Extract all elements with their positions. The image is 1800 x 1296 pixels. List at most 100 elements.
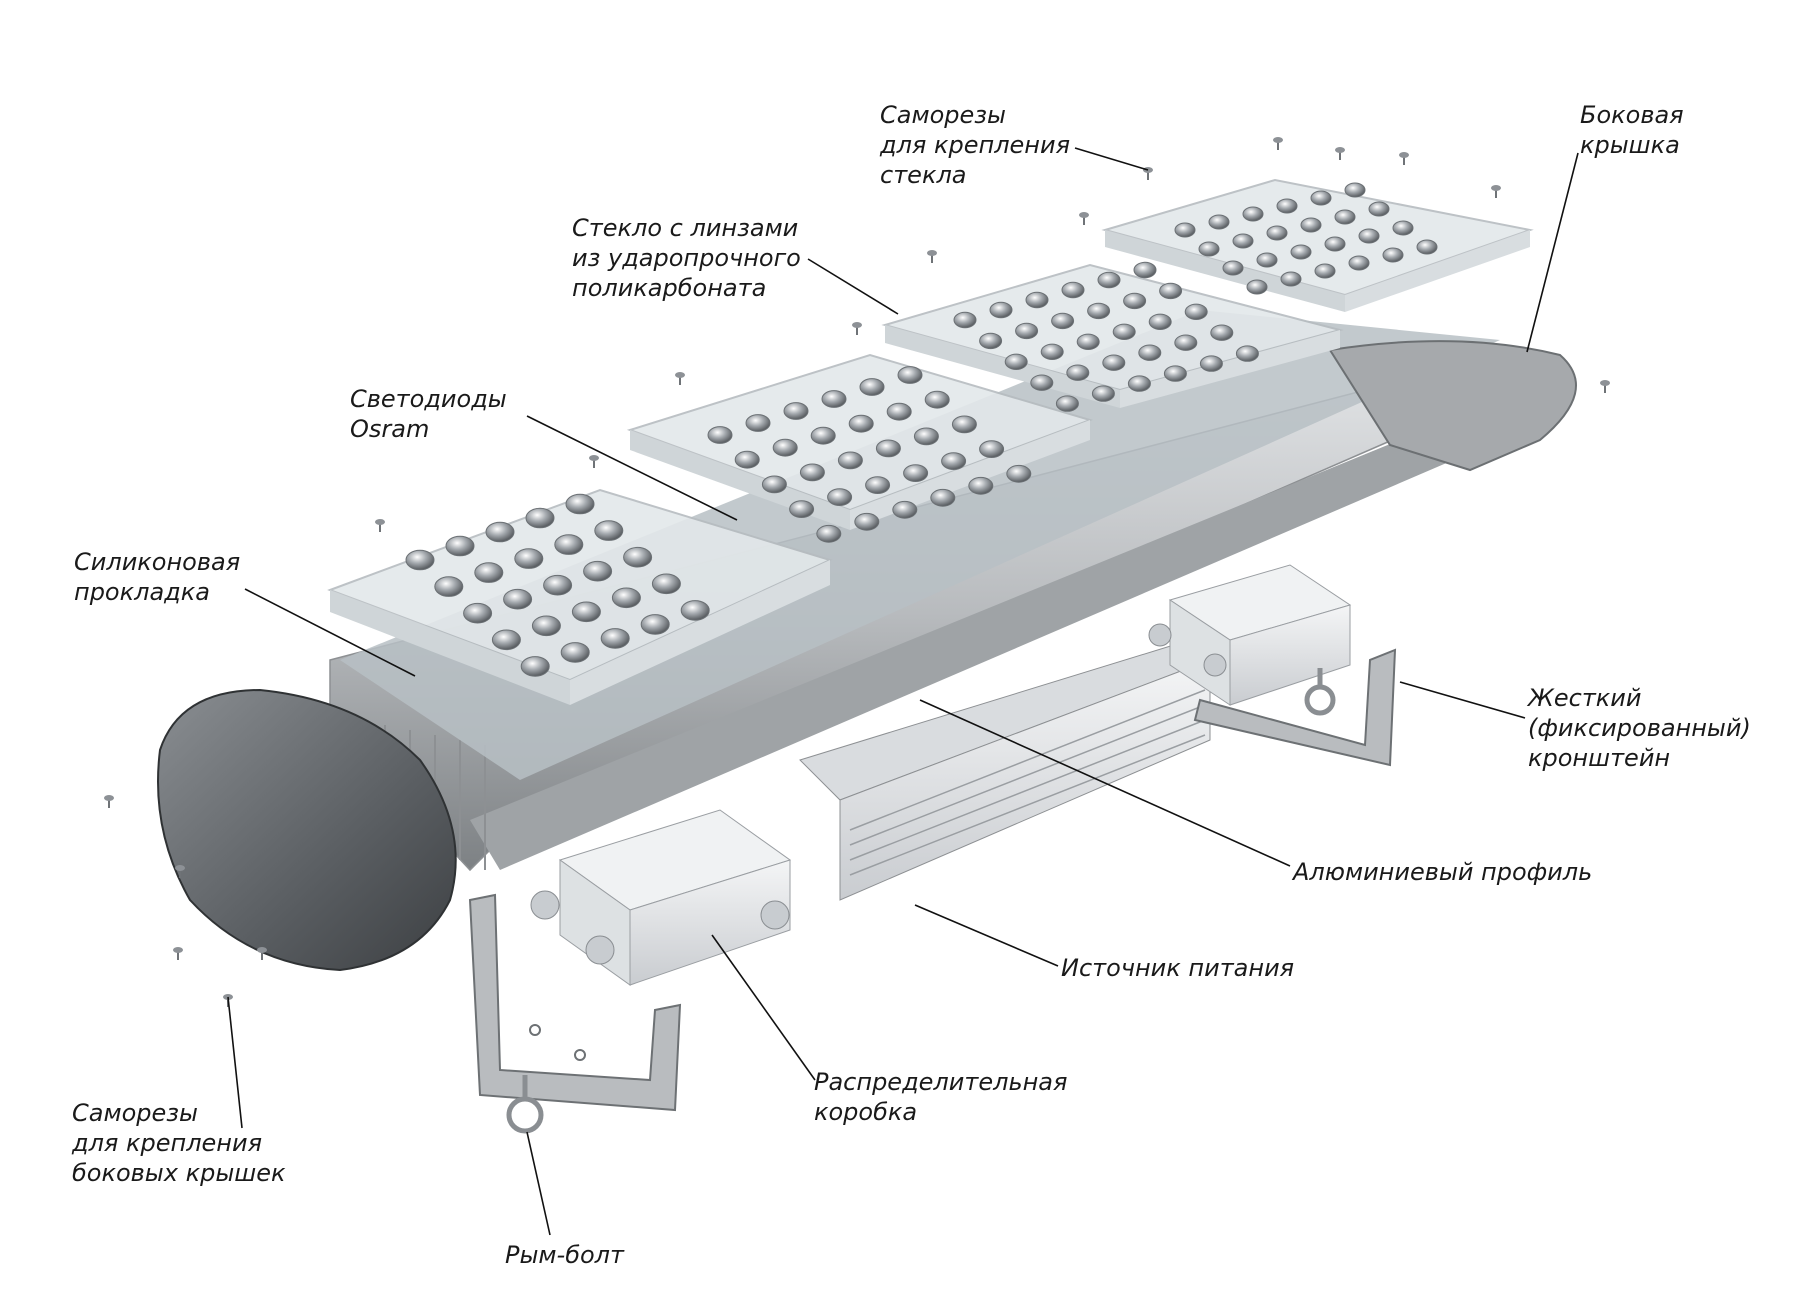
lens-dome <box>886 402 912 421</box>
screw <box>1335 147 1345 160</box>
lens-dome <box>1198 241 1220 257</box>
side-cover-right <box>1328 340 1577 472</box>
lens-dome <box>583 560 613 582</box>
lens-dome <box>1148 313 1172 330</box>
screw <box>375 519 385 532</box>
lens-dome <box>1416 239 1438 255</box>
label-silicone-gasket: Силиконовая прокладка <box>74 548 241 606</box>
label-screws-side: Саморезы для крепления боковых крышек <box>72 1099 286 1187</box>
lens-dome <box>1051 312 1075 330</box>
screw <box>175 865 185 878</box>
leader-lines <box>227 147 1579 1236</box>
lens-dome <box>1300 217 1322 233</box>
lens-dome <box>968 476 994 495</box>
label-junction-box: Распределительная коробка <box>814 1068 1068 1126</box>
screw <box>927 250 937 263</box>
lens-dome <box>531 615 561 637</box>
glass-panel-3 <box>881 263 1344 408</box>
lens-dome <box>1159 282 1183 300</box>
screw <box>589 455 599 468</box>
lens-dome <box>1324 236 1346 252</box>
lens-dome <box>827 488 853 507</box>
lens-dome <box>1266 225 1288 241</box>
lens-dome <box>1025 291 1049 309</box>
lens-dome <box>1030 374 1054 391</box>
label-power-supply: Источник питания <box>1061 954 1295 982</box>
lens-dome <box>1208 214 1230 230</box>
lens-dome <box>434 576 464 597</box>
lens-dome <box>859 378 885 396</box>
lens-dome <box>445 535 475 557</box>
lens-dome <box>816 524 842 543</box>
lens-dome <box>951 415 977 434</box>
lens-dome <box>1246 279 1268 295</box>
lens-dome <box>1055 395 1079 412</box>
lens-dome <box>611 587 641 609</box>
screw <box>104 795 114 808</box>
lens-dome <box>1076 333 1100 350</box>
lens-dome <box>1382 247 1404 263</box>
lens-dome <box>897 366 923 384</box>
lens-dome <box>543 574 573 596</box>
lens-dome <box>554 534 584 555</box>
lens-dome <box>525 507 555 529</box>
screw <box>1399 152 1409 165</box>
lens-dome <box>1310 190 1332 206</box>
lens-dome <box>1138 344 1162 361</box>
lens-dome <box>1004 353 1028 370</box>
lens-dome <box>565 493 595 515</box>
lens-dome <box>761 475 787 494</box>
lens-dome <box>1040 343 1064 360</box>
lens-dome <box>1015 322 1039 340</box>
lens-dome <box>1102 354 1126 371</box>
label-rigid-bracket: Жесткий (фиксированный) кронштейн <box>1528 684 1751 772</box>
lens-dome <box>924 390 950 409</box>
lens-dome <box>1091 385 1115 402</box>
lens-dome <box>707 426 733 444</box>
lens-dome <box>1235 345 1259 362</box>
screw <box>1491 185 1501 198</box>
lens-dome <box>953 311 977 329</box>
lens-dome <box>1133 261 1157 279</box>
bracket-back <box>1193 648 1397 767</box>
screw <box>1600 380 1610 393</box>
lens-dome <box>405 549 435 571</box>
lens-dome <box>1280 271 1302 287</box>
lens-dome <box>913 427 939 446</box>
junction-box-front <box>530 809 792 986</box>
lens-dome <box>594 520 624 541</box>
screw <box>173 947 183 960</box>
lens-dome <box>930 488 956 507</box>
lens-dome <box>1210 324 1234 341</box>
lens-dome <box>623 546 653 568</box>
screw-group <box>104 137 1610 1007</box>
lens-dome <box>892 500 918 519</box>
eye-bolt-back <box>1304 668 1336 716</box>
lens-dome <box>903 464 929 483</box>
lens-dome <box>810 426 836 445</box>
lens-dome <box>1344 182 1366 198</box>
lens-dome <box>734 450 760 469</box>
lens-dome <box>848 414 874 433</box>
lens-dome <box>1314 263 1336 279</box>
side-cover-left <box>157 688 457 972</box>
lens-dome <box>745 414 771 432</box>
lens-dome <box>1163 365 1187 382</box>
lens-dome <box>680 600 710 621</box>
lens-dome <box>491 629 521 651</box>
lens-dome <box>503 588 533 610</box>
label-leds: Светодиоды Osram <box>350 385 507 443</box>
lens-dome <box>1123 292 1147 310</box>
lens-array <box>405 182 1438 677</box>
lens-dome <box>640 614 670 635</box>
lens-dome <box>1256 252 1278 268</box>
label-side-cover: Боковая крышка <box>1580 101 1684 159</box>
lens-dome <box>1174 334 1198 351</box>
screw <box>852 322 862 335</box>
lens-dome <box>1006 464 1032 483</box>
bracket-front <box>468 893 682 1112</box>
label-glass-lenses: Стекло с линзами из ударопрочного полика… <box>572 214 801 302</box>
lens-dome <box>1087 302 1111 320</box>
lens-dome <box>1242 206 1264 222</box>
